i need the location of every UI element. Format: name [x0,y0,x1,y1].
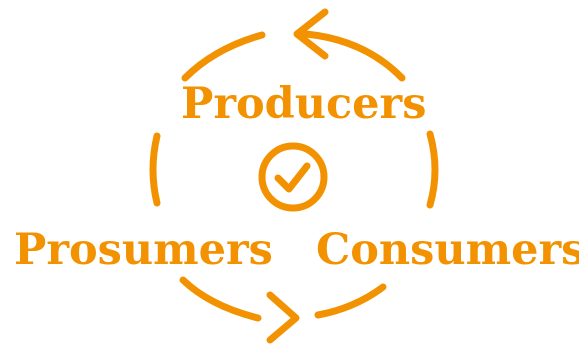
node-label-consumers: Consumers [316,225,579,275]
cycle-arc-top-left [181,31,266,82]
cycle-arc-left [149,132,161,207]
check-circle-icon [258,142,328,212]
cycle-arc-bottom-right [314,283,387,319]
node-label-producers: Producers [181,79,427,129]
cycle-arrow-top-icon [293,8,329,60]
cycle-arrow-bottom-icon [266,291,300,344]
cycle-arc-bottom-left [179,276,262,322]
cycle-arc-top-right [302,30,406,82]
node-label-prosumers: Prosumers [14,225,273,275]
cycle-arc-right [426,130,439,209]
